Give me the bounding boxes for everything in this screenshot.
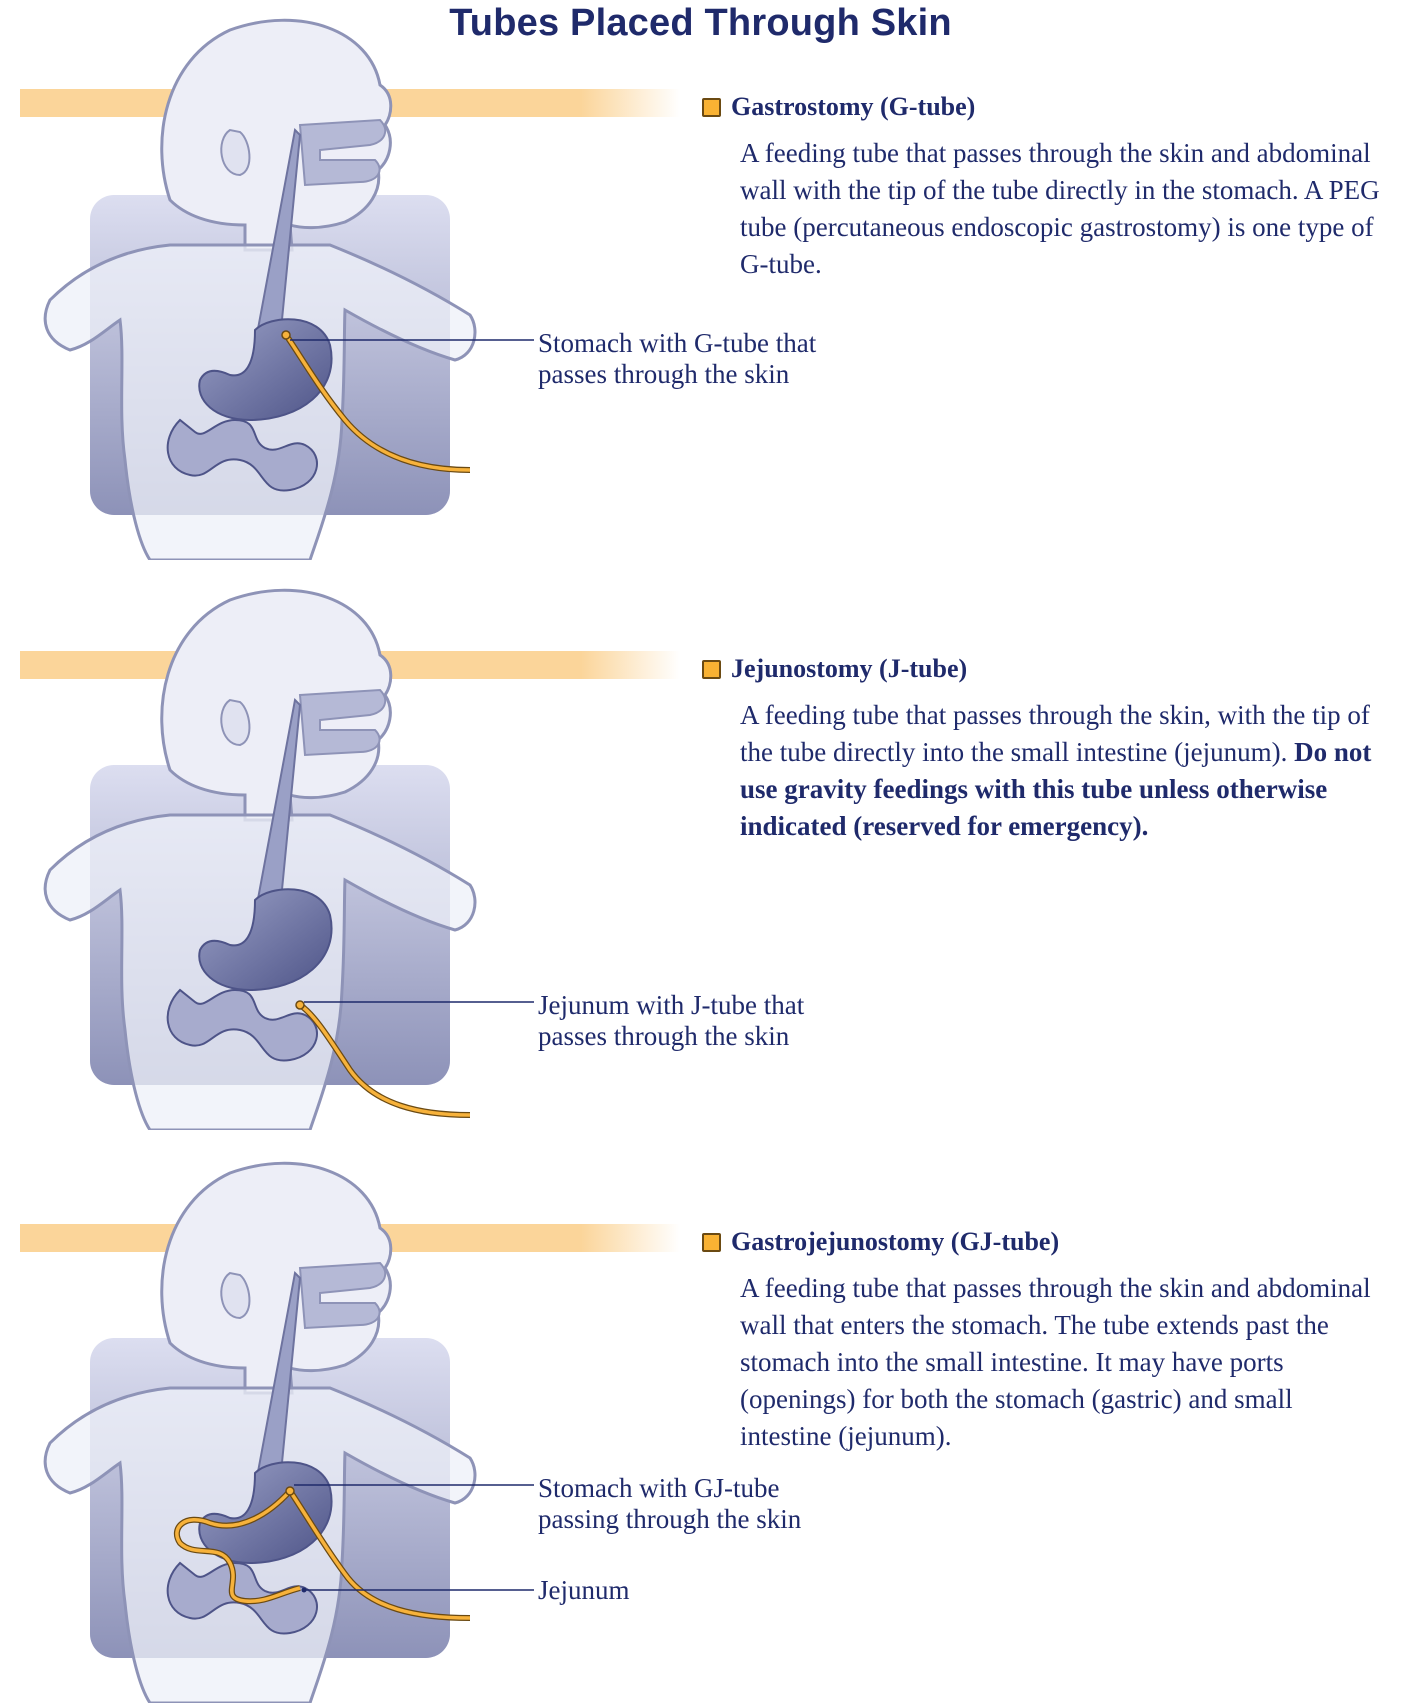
section-heading: Gastrostomy (G-tube)	[702, 92, 975, 122]
panel-gastrostomy: Gastrostomy (G-tube) A feeding tube that…	[0, 0, 1401, 560]
callout-line-2: passing through the skin	[538, 1504, 898, 1535]
section-body: A feeding tube that passes through the s…	[740, 135, 1380, 283]
heading-text: Gastrostomy (G-tube)	[731, 92, 975, 122]
callout-label: Jejunum with J-tube that passes through …	[538, 990, 898, 1052]
section-body: A feeding tube that passes through the s…	[740, 697, 1380, 845]
callout-label: Stomach with G-tube that passes through …	[538, 328, 898, 390]
body-text: A feeding tube that passes through the s…	[740, 700, 1370, 767]
body-text: A feeding tube that passes through the s…	[740, 138, 1380, 279]
callout-label-stomach: Stomach with GJ-tube passing through the…	[538, 1473, 898, 1535]
section-body: A feeding tube that passes through the s…	[740, 1270, 1380, 1455]
body-text: A feeding tube that passes through the s…	[740, 1273, 1371, 1451]
panel-gastrojejunostomy: Gastrojejunostomy (GJ-tube) A feeding tu…	[0, 1143, 1401, 1703]
callout-label-jejunum: Jejunum	[538, 1575, 898, 1606]
panel-jejunostomy: Jejunostomy (J-tube) A feeding tube that…	[0, 570, 1401, 1130]
heading-text: Jejunostomy (J-tube)	[731, 654, 967, 684]
section-heading: Gastrojejunostomy (GJ-tube)	[702, 1227, 1059, 1257]
heading-text: Gastrojejunostomy (GJ-tube)	[731, 1227, 1059, 1257]
callout-line-1: Stomach with G-tube that	[538, 328, 898, 359]
bullet-icon	[702, 660, 721, 679]
callout-line-1: Jejunum with J-tube that	[538, 990, 898, 1021]
callout-line-2: passes through the skin	[538, 359, 898, 390]
bullet-icon	[702, 1233, 721, 1252]
callout-line-1: Jejunum	[538, 1575, 898, 1606]
section-heading: Jejunostomy (J-tube)	[702, 654, 967, 684]
callout-line-2: passes through the skin	[538, 1021, 898, 1052]
bullet-icon	[702, 98, 721, 117]
callout-line-1: Stomach with GJ-tube	[538, 1473, 898, 1504]
